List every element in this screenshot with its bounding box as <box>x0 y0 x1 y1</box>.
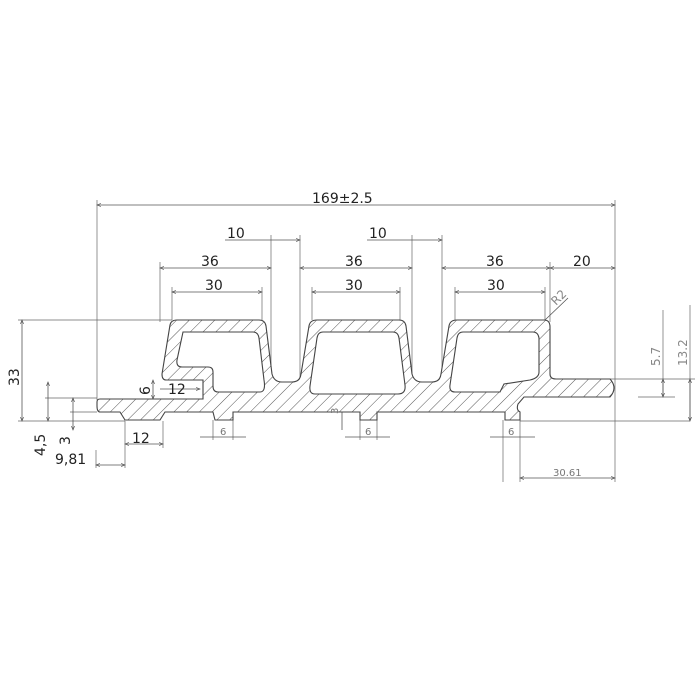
dimension-lines <box>22 205 690 478</box>
bottom-step-label: 12 <box>132 431 150 447</box>
foot-height-left-label: 3 <box>58 436 74 445</box>
chamber-inner-label: 30 <box>487 278 505 294</box>
chamber-outer-label: 36 <box>201 254 219 270</box>
radius-label: R2 <box>548 287 569 308</box>
end-flange-width-label: 20 <box>573 254 591 270</box>
foot-height-center-label: 3 <box>330 408 341 414</box>
slot-depth-label: 12 <box>168 382 186 398</box>
chamber-3 <box>449 331 540 393</box>
gap-width-left-label: 10 <box>227 226 245 242</box>
flange-length-label: 30.61 <box>553 468 582 479</box>
chamber-2 <box>309 331 406 395</box>
chamber-inner-label: 30 <box>205 278 223 294</box>
foot-width-label: 6 <box>220 427 226 438</box>
gap-width-right-label: 10 <box>369 226 387 242</box>
slot-height-label: 6 <box>138 386 154 395</box>
chamber-outer-label: 36 <box>486 254 504 270</box>
base-thickness-label: 4,5 <box>33 434 49 456</box>
chamber-inner-label: 30 <box>345 278 363 294</box>
foot-width-label: 6 <box>508 427 514 438</box>
flange-height-label: 13.2 <box>676 339 690 366</box>
chamber-1 <box>176 331 266 393</box>
foot-width-label: 6 <box>365 427 371 438</box>
left-offset-label: 9,81 <box>55 452 86 468</box>
height-label: 33 <box>7 368 23 386</box>
chamber-outer-label: 36 <box>345 254 363 270</box>
overall-width-label: 169±2.5 <box>312 191 373 207</box>
flange-thickness-label: 5.7 <box>649 347 663 366</box>
